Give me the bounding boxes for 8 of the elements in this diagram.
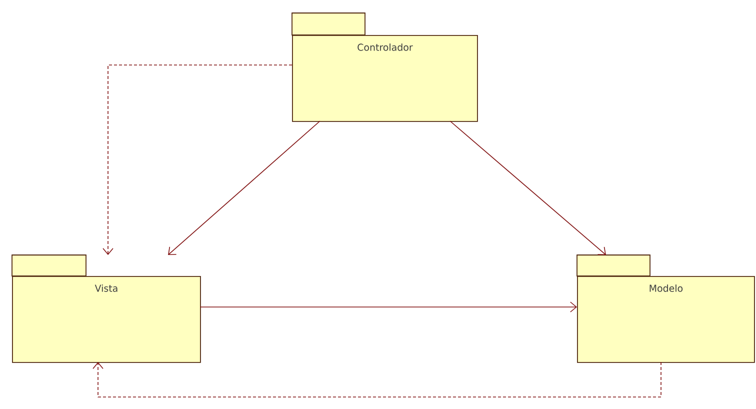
arrow <box>200 302 577 312</box>
package-box: Modelo <box>576 254 755 363</box>
arrow <box>92 362 662 398</box>
arrow <box>168 120 320 255</box>
package-box: Controlador <box>292 12 478 122</box>
arrow <box>450 120 606 255</box>
arrow <box>102 64 292 255</box>
package-box: Vista <box>12 254 201 363</box>
